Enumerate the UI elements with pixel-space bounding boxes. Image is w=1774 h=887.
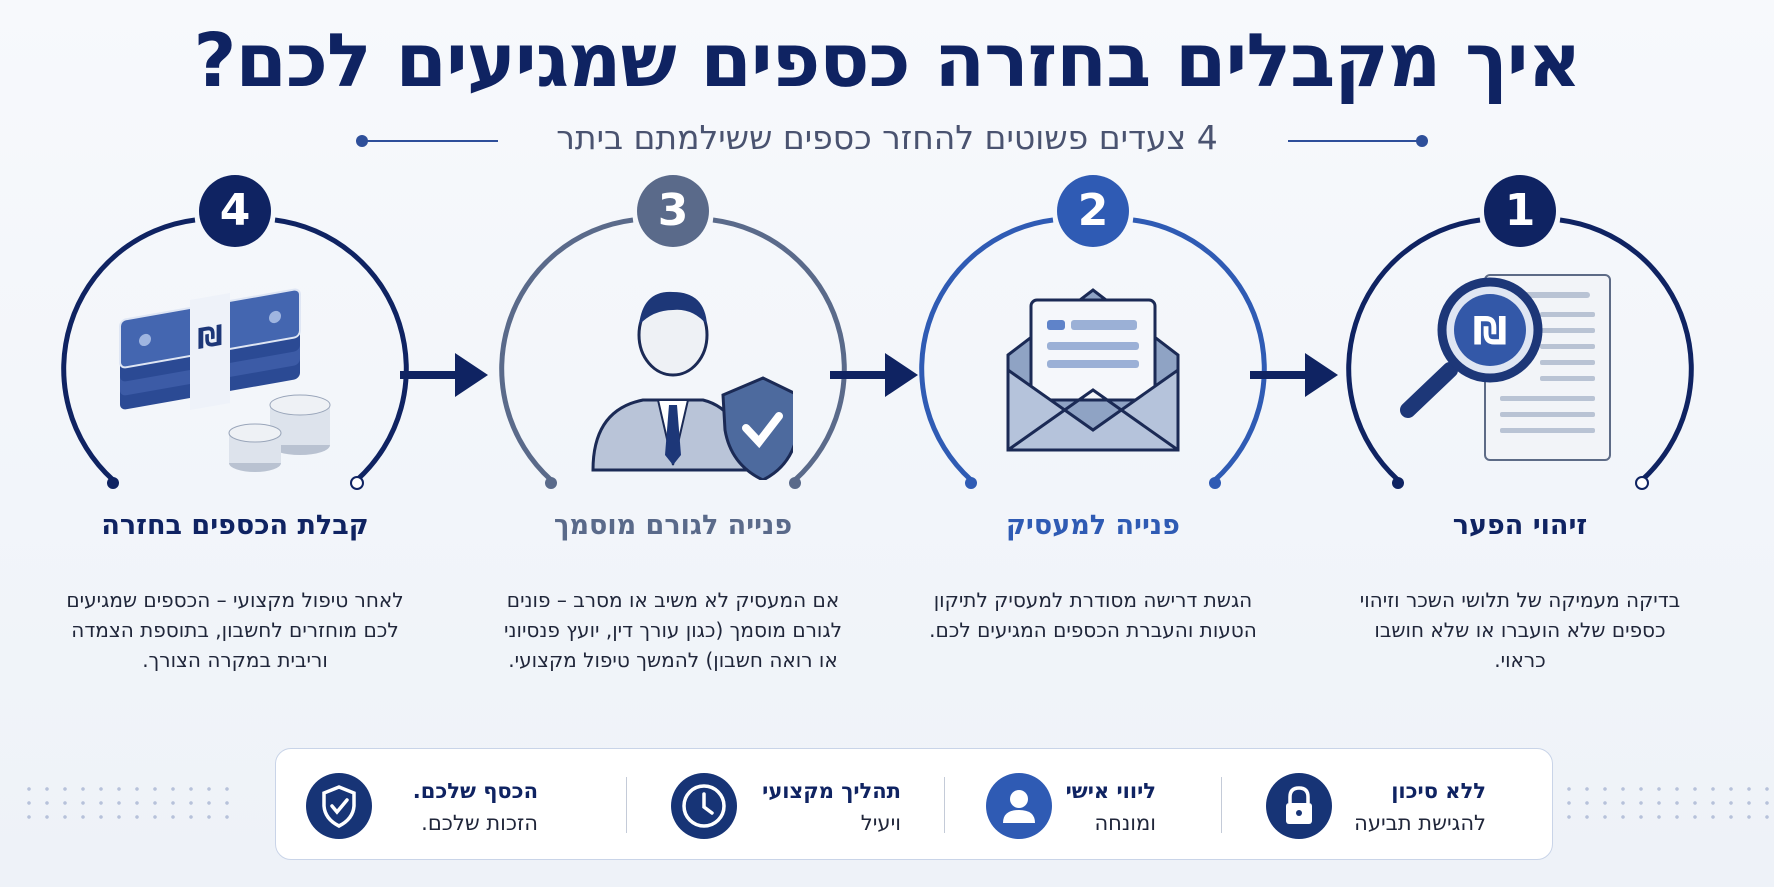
shield-check-icon — [306, 773, 372, 839]
subtitle-dot-right — [1416, 135, 1428, 147]
step-2: 2 פנייה למעסיק הגשת דרישה מסודרת למעסיק … — [903, 175, 1283, 735]
step-title: פנייה לגורם מוסמך — [553, 510, 793, 541]
subtitle-line-right — [1288, 140, 1418, 142]
arrow-icon — [1250, 353, 1338, 397]
step-title: זיהוי הפער — [1452, 510, 1588, 541]
feature-your-money: הכסף שלכם. הזכות שלכם. — [306, 749, 606, 861]
step-description: בדיקה מעמיקה של תלושי השכר וזיהוי כספים … — [1359, 588, 1681, 672]
step-title: פנייה למעסיק — [1006, 510, 1180, 541]
divider — [626, 777, 627, 833]
money-coins-icon: ₪ — [119, 288, 331, 472]
step-4: 4 ₪ קבלת הכספים בחזרה לאחר טיפול מקצועי … — [45, 175, 425, 735]
lock-icon — [1266, 773, 1332, 839]
professional-shield-icon — [591, 291, 793, 480]
divider — [944, 777, 945, 833]
feature-subtitle: להגישת תביעה — [1354, 811, 1486, 835]
feature-title: תהליך מקצועי — [762, 779, 901, 803]
divider — [1221, 777, 1222, 833]
envelope-icon — [1006, 288, 1180, 452]
arrow-icon — [400, 353, 488, 397]
feature-subtitle: ויעיל — [860, 811, 901, 835]
person-icon — [986, 773, 1052, 839]
step-number: 2 — [1057, 175, 1129, 247]
step-number: 3 — [637, 175, 709, 247]
magnifier-document-icon: ₪ — [1400, 274, 1611, 461]
step-arc — [499, 217, 847, 489]
step-description: אם המעסיק לא משיב או מסרב – פונים לגורם … — [504, 588, 842, 672]
step-3: 3 פנייה לגורם מוסמך אם המעסיק לא משיב או… — [483, 175, 863, 735]
svg-text:₪: ₪ — [197, 318, 222, 355]
step-description: הגשת דרישה מסודרת למעסיק לתיקון הטעות וה… — [929, 588, 1257, 642]
dot-pattern-right — [1560, 782, 1770, 822]
feature-personal-support: ליווי אישי ומונחה — [986, 749, 1286, 861]
step-number: 4 — [199, 175, 271, 247]
feature-no-risk: ללא סיכון להגישת תביעה — [1266, 749, 1566, 861]
step-number: 1 — [1484, 175, 1556, 247]
feature-title: ללא סיכון — [1391, 779, 1486, 803]
clock-icon — [671, 773, 737, 839]
svg-text:₪: ₪ — [1473, 309, 1507, 353]
subtitle-dot-left — [356, 135, 368, 147]
dot-pattern-left — [20, 782, 230, 822]
feature-professional: תהליך מקצועי ויעיל — [671, 749, 971, 861]
step-arc — [1346, 217, 1694, 490]
arrow-icon — [830, 353, 918, 397]
subtitle-line-left — [366, 140, 498, 142]
page-title: איך מקבלים בחזרה כספים שמגיעים לכם? — [193, 18, 1582, 104]
feature-subtitle: הזכות שלכם. — [421, 811, 538, 835]
step-title: קבלת הכספים בחזרה — [101, 510, 369, 541]
step-arc — [919, 217, 1267, 489]
subtitle-row: 4 צעדים פשוטים להחזר כספים ששילמתם ביתר — [0, 118, 1774, 168]
step-arc — [61, 217, 409, 490]
feature-subtitle: ומונחה — [1094, 811, 1156, 835]
step-1: 1 ₪ זיהוי הפער בדיקה מעמיקה של תלושי השכ… — [1330, 175, 1710, 735]
page-subtitle: 4 צעדים פשוטים להחזר כספים ששילמתם ביתר — [556, 118, 1218, 157]
step-description: לאחר טיפול מקצועי – הכספים שמגיעים לכם מ… — [66, 588, 404, 672]
feature-title: ליווי אישי — [1065, 779, 1156, 803]
features-bar: הכסף שלכם. הזכות שלכם. תהליך מקצועי ויעי… — [275, 748, 1553, 860]
feature-title: הכסף שלכם. — [412, 779, 538, 803]
